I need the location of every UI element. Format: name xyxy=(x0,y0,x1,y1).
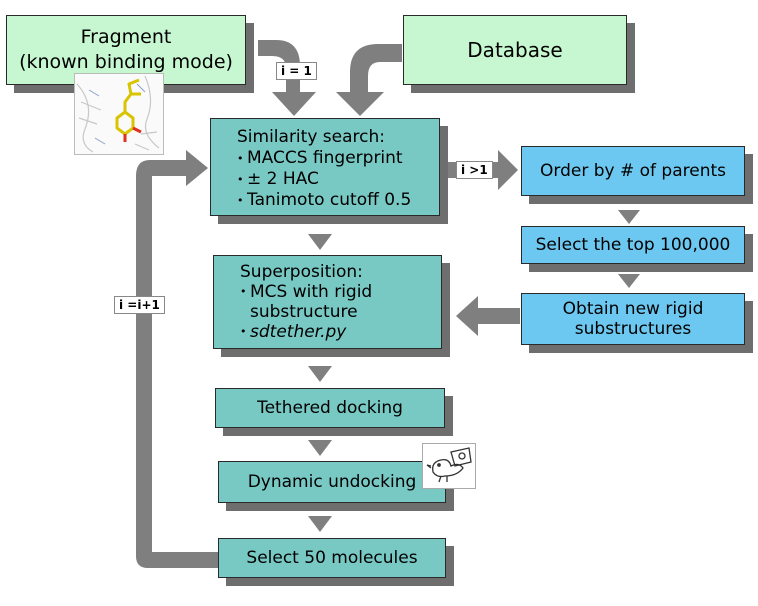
superposition-box: Superposition: MCS with rigid substructu… xyxy=(213,255,442,349)
superposition-item: sdtether.py xyxy=(240,322,441,342)
fragment-box: Fragment (known binding mode) xyxy=(6,15,246,85)
similarity-criteria-list: MACCS fingerprint ± 2 HAC Tanimoto cutof… xyxy=(237,148,439,211)
order-label: Order by # of parents xyxy=(540,161,726,181)
top-to-obtain-arrow xyxy=(618,274,640,288)
undocking-to-select-arrow xyxy=(308,516,332,532)
label-i-equals-1: i = 1 xyxy=(276,62,317,80)
similarity-item: ± 2 HAC xyxy=(237,169,439,190)
tethered-docking-box: Tethered docking xyxy=(215,388,445,428)
select-molecules-box: Select 50 molecules xyxy=(218,538,446,578)
order-by-parents-box: Order by # of parents xyxy=(521,146,745,196)
superposition-title: Superposition: xyxy=(240,262,363,282)
superposition-item1-line2: substructure xyxy=(250,302,358,322)
superposition-item1-line1: MCS with rigid xyxy=(250,282,373,302)
superposition-to-tethered-arrow xyxy=(308,366,332,382)
molecule-structure-image xyxy=(74,73,164,155)
similarity-item: MACCS fingerprint xyxy=(237,148,439,169)
order-to-top-arrow xyxy=(618,210,640,224)
sdtether-script: sdtether.py xyxy=(250,322,347,342)
undocking-label: Dynamic undocking xyxy=(247,472,417,492)
database-label: Database xyxy=(467,38,563,62)
obtain-substructures-box: Obtain new rigid substructures xyxy=(521,293,745,345)
dynamic-undocking-box: Dynamic undocking xyxy=(218,461,446,503)
select-label: Select 50 molecules xyxy=(246,548,418,568)
superposition-item: MCS with rigid substructure xyxy=(240,282,441,322)
obtain-line2: substructures xyxy=(574,319,692,339)
tethered-to-undocking-arrow xyxy=(308,440,332,456)
top-label: Select the top 100,000 xyxy=(535,235,731,255)
loop-back-arrow xyxy=(136,150,218,568)
database-box: Database xyxy=(403,15,627,85)
database-to-similarity-arrow xyxy=(336,44,402,116)
tethered-label: Tethered docking xyxy=(257,398,403,418)
bird-icon xyxy=(422,443,476,489)
fragment-subtitle: (known binding mode) xyxy=(19,51,233,73)
similarity-search-box: Similarity search: MACCS fingerprint ± 2… xyxy=(210,118,440,216)
superposition-list: MCS with rigid substructure sdtether.py xyxy=(240,282,441,342)
obtain-to-superposition-arrow xyxy=(456,296,520,336)
similarity-to-superposition-arrow xyxy=(308,234,332,250)
fragment-title: Fragment xyxy=(80,26,172,48)
obtain-line1: Obtain new rigid xyxy=(562,299,704,319)
label-i-greater-1: i >1 xyxy=(456,161,493,179)
similarity-item: Tanimoto cutoff 0.5 xyxy=(237,190,439,211)
label-i-increment: i =i+1 xyxy=(114,296,165,314)
similarity-title: Similarity search: xyxy=(237,127,385,147)
select-top-box: Select the top 100,000 xyxy=(521,226,745,264)
